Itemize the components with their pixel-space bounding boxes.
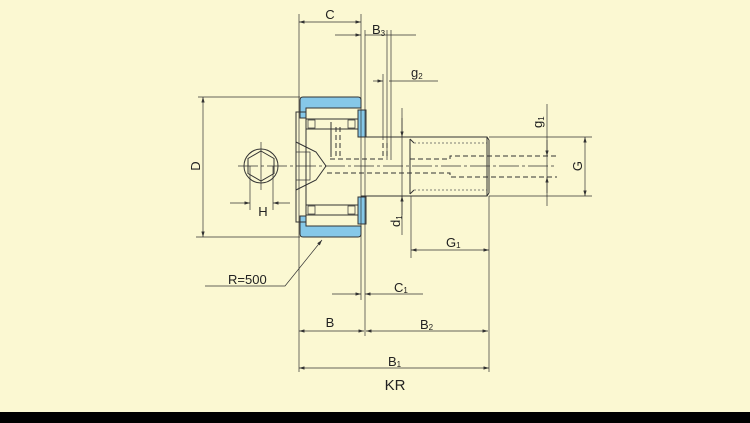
label-h: H [258, 204, 267, 219]
label-radius: R=500 [228, 272, 267, 287]
extension-lines [196, 14, 592, 372]
label-g1-thread: G1 [446, 235, 461, 250]
label-d1: d1 [388, 215, 404, 227]
label-d: D [188, 161, 203, 170]
label-g2: g2 [411, 65, 423, 81]
model-label: KR [385, 377, 406, 394]
label-c: C [325, 7, 334, 22]
outer-ring [299, 96, 367, 238]
label-g: G [570, 161, 585, 171]
inner-body [295, 111, 359, 223]
label-g1: g1 [530, 116, 546, 128]
label-b3: B3 [372, 22, 386, 38]
label-b1: B1 [388, 354, 402, 369]
bottom-black-bar [0, 412, 750, 423]
dimension-lines [201, 20, 587, 370]
label-b2: B2 [420, 317, 434, 332]
hex-socket-view [230, 142, 290, 210]
label-b: B [326, 315, 335, 330]
stud [327, 127, 557, 197]
label-c1: C1 [394, 280, 408, 295]
